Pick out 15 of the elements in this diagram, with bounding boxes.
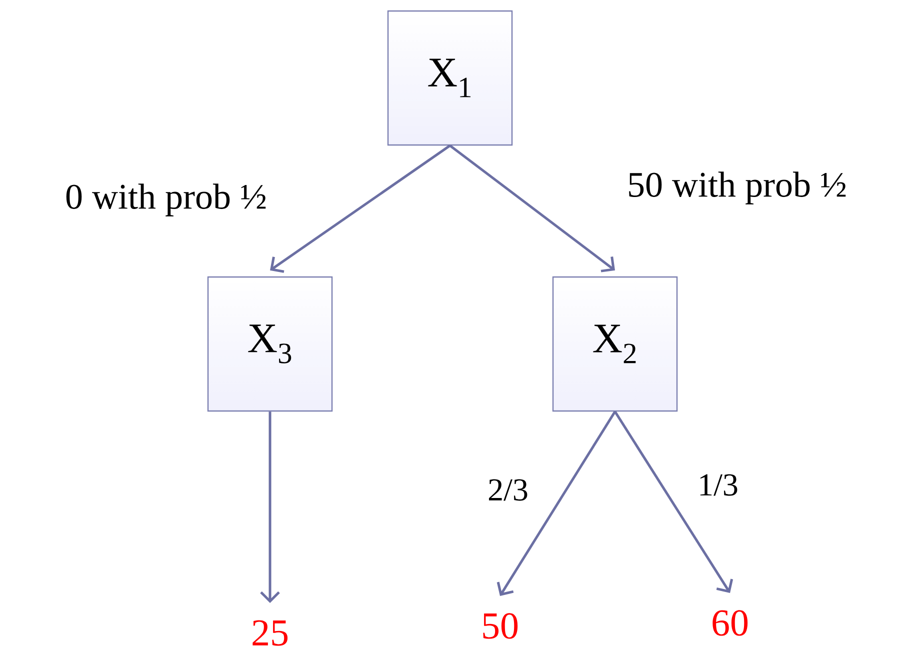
outcome-value: 50 bbox=[483, 613, 518, 639]
arrow bbox=[270, 144, 451, 273]
variable-box: X$_{2}$ bbox=[552, 276, 678, 412]
outcome-value: 60 bbox=[712, 610, 748, 636]
edge-label: 50 with prob ½ bbox=[629, 172, 846, 204]
arrow bbox=[449, 144, 615, 272]
arrow bbox=[614, 410, 734, 593]
variable-box: X$_{3}$ bbox=[207, 276, 333, 412]
edge-label: 2/3 bbox=[488, 479, 528, 501]
outcome-value: 25 bbox=[252, 620, 288, 646]
edge-label: 0 with prob ½ bbox=[66, 184, 266, 216]
arrow bbox=[496, 410, 616, 596]
arrow bbox=[260, 412, 280, 604]
variable-box: X$_{1}$ bbox=[387, 10, 513, 146]
edge-label: 1/3 bbox=[700, 474, 738, 496]
